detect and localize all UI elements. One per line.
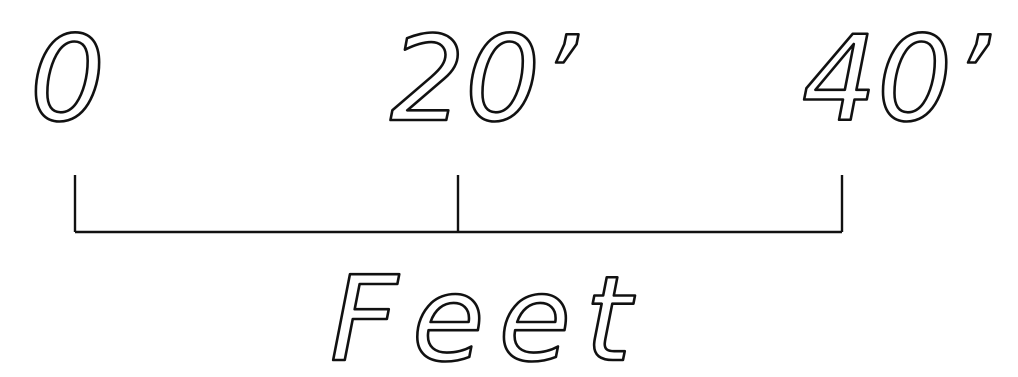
scale-unit-label: Feet [330, 250, 645, 377]
scale-label-20: 20’ [390, 10, 579, 148]
scale-label-40: 40’ [802, 10, 991, 148]
scale-label-0: 0 [30, 10, 105, 148]
